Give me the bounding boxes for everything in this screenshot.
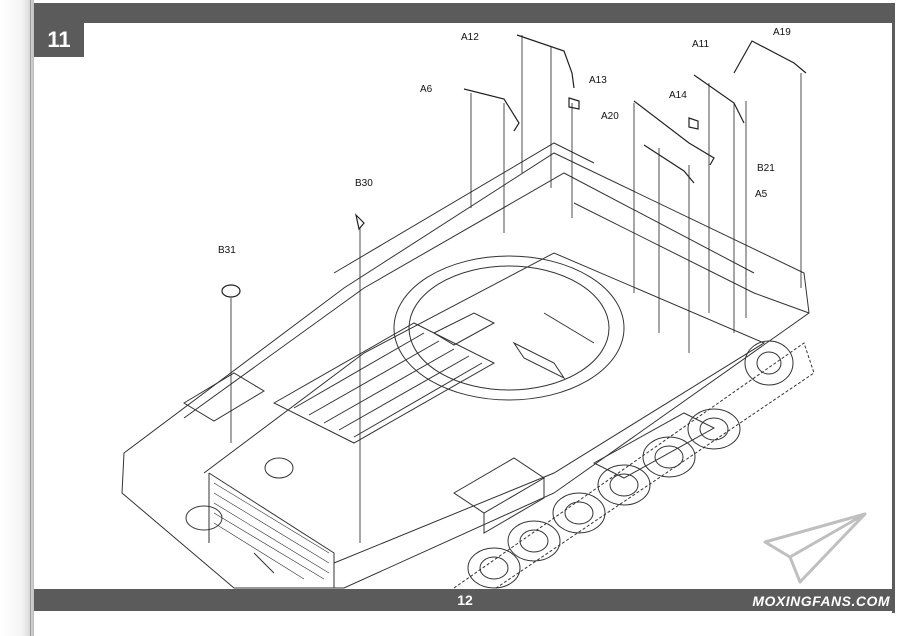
label-a14: A14 <box>669 90 687 101</box>
step-number: 11 <box>34 23 84 57</box>
page-number: 12 <box>457 592 473 608</box>
label-b30: B30 <box>355 178 373 189</box>
rear-fittings <box>185 457 294 574</box>
footer-bar <box>34 589 895 611</box>
road-wheels <box>453 340 815 589</box>
right-border <box>892 3 895 613</box>
label-a19: A19 <box>773 27 791 38</box>
page-fold-line <box>30 0 31 636</box>
header-bar <box>34 3 892 23</box>
label-b31: B31 <box>218 245 236 256</box>
paper-plane-logo-icon <box>763 512 867 584</box>
hull-outline <box>121 142 810 589</box>
label-a13: A13 <box>589 75 607 86</box>
page-binding-edge <box>0 0 34 636</box>
parts-drawn <box>221 34 807 298</box>
label-a6: A6 <box>420 84 433 95</box>
label-b21: B21 <box>757 163 775 174</box>
label-a20: A20 <box>601 111 619 122</box>
guide-lines <box>230 35 802 543</box>
watermark-text: MOXINGFANS.COM <box>752 593 890 609</box>
label-a11: A11 <box>692 39 710 50</box>
label-a12: A12 <box>461 32 479 43</box>
label-a5: A5 <box>755 189 768 200</box>
assembly-drawing <box>121 34 815 589</box>
